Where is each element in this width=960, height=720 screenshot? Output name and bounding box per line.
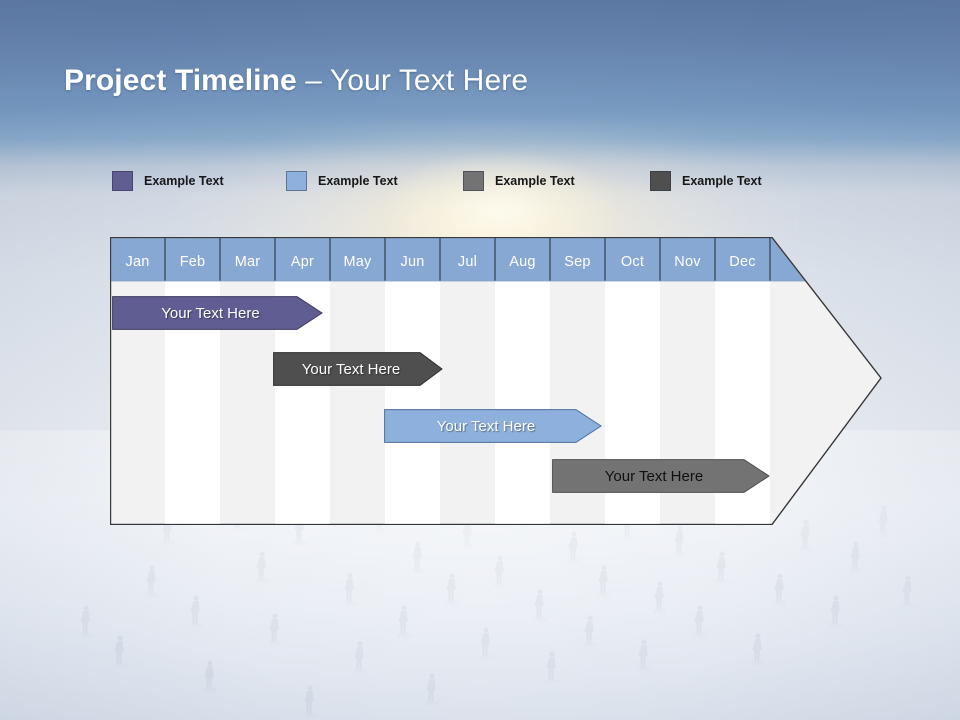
timeline-month-jul[interactable]: Jul (457, 254, 478, 270)
timeline-bar-2-label: Your Text Here (301, 360, 401, 378)
timeline-month-jan[interactable]: Jan (125, 254, 150, 270)
timeline-bar-3-shape (384, 409, 602, 443)
timeline-month-sep[interactable]: Sep (564, 254, 591, 270)
timeline-bar-4-shape (552, 459, 770, 493)
timeline-month-nov[interactable]: Nov (674, 254, 701, 270)
legend-swatch-light-blue (286, 171, 307, 191)
timeline-header-band (110, 237, 805, 281)
legend-label-2: Example Text (318, 174, 398, 188)
page-title-separator: – (296, 64, 330, 97)
page-title-light: Your Text Here (329, 64, 529, 97)
legend-item-4[interactable]: Example Text (650, 169, 762, 193)
legend-item-3[interactable]: Example Text (463, 169, 575, 193)
page-title-strong: Project Timeline (64, 64, 297, 97)
timeline-month-oct[interactable]: Oct (620, 254, 645, 270)
legend-item-2[interactable]: Example Text (286, 169, 398, 193)
legend-label-3: Example Text (495, 174, 575, 188)
timeline-bar-4[interactable]: Your Text Here (552, 459, 770, 493)
page-title: Project Timeline – Your Text Here (64, 60, 528, 102)
legend-label-1: Example Text (144, 174, 224, 188)
legend-swatch-dark-gray (650, 171, 671, 191)
legend-item-1[interactable]: Example Text (112, 169, 224, 193)
timeline-month-aug[interactable]: Aug (509, 254, 536, 270)
timeline-arrow-outline (110, 237, 882, 525)
timeline-bar-1-shape (112, 296, 323, 330)
legend-label-4: Example Text (682, 174, 762, 188)
timeline-month-jun[interactable]: Jun (400, 254, 425, 270)
legend-swatch-purple (112, 171, 133, 191)
timeline-bar-2-shape (273, 352, 443, 386)
timeline-month-feb[interactable]: Feb (179, 254, 206, 270)
legend-swatch-medium-gray (463, 171, 484, 191)
timeline-month-mar[interactable]: Mar (234, 254, 261, 270)
timeline-bar-1[interactable]: Your Text Here (112, 296, 323, 330)
timeline-month-apr[interactable]: Apr (290, 254, 315, 270)
timeline-bar-1-label: Your Text Here (161, 304, 260, 322)
timeline-month-dec[interactable]: Dec (729, 254, 756, 270)
timeline-bar-2[interactable]: Your Text Here (273, 352, 443, 386)
timeline-month-may[interactable]: May (343, 254, 372, 270)
timeline-bar-4-label: Your Text Here (604, 467, 704, 485)
timeline-bar-3[interactable]: Your Text Here (384, 409, 602, 443)
timeline-header-dividers (164, 238, 771, 281)
timeline-bar-3-label: Your Text Here (436, 417, 536, 435)
legend: Example Text Example Text Example Text E… (112, 169, 832, 195)
